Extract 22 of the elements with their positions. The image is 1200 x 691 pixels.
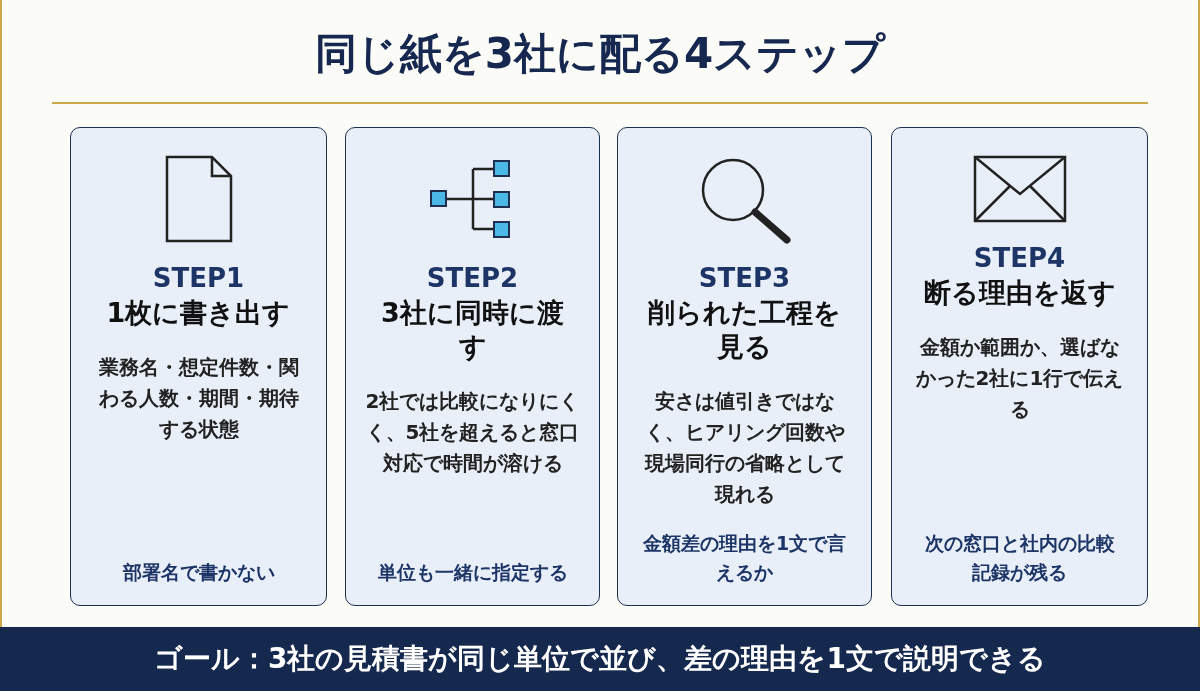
- step-card: [70, 127, 327, 606]
- step-label: STEP2: [426, 262, 519, 294]
- step-card: [891, 127, 1148, 606]
- step-label: STEP1: [152, 262, 245, 294]
- step-heading: 断る理由を返す: [922, 276, 1117, 310]
- goal-banner: ゴール：3社の見積書が同じ単位で並び、差の理由を1文で説明できる: [0, 627, 1200, 691]
- step-description: 安さは値引きではなく、ヒアリング回数や現場同行の省略として現れる: [643, 388, 846, 508]
- page-title: 同じ紙を3社に配る4ステップ: [313, 28, 887, 80]
- step-note: 金額差の理由を1文で言えるか: [641, 531, 848, 585]
- step-heading: 削られた工程を見る: [647, 296, 842, 364]
- step-heading: 3社に同時に渡す: [380, 296, 565, 364]
- step-card: [345, 127, 600, 606]
- step-description: 2社では比較になりにくく、5社を超えると窓口対応で時間が溶ける: [364, 388, 581, 477]
- step-card: [617, 127, 872, 606]
- step-label: STEP4: [973, 242, 1066, 274]
- step-note: 次の窓口と社内の比較記録が残る: [923, 531, 1116, 585]
- step-label: STEP3: [698, 262, 791, 294]
- step-heading: 1枚に書き出す: [105, 296, 292, 330]
- step-description: 業務名・想定件数・関わる人数・期間・期待する状態: [97, 354, 300, 443]
- step-note: 部署名で書かない: [121, 560, 276, 585]
- step-note: 単位も一緒に指定する: [376, 560, 569, 585]
- step-description: 金額か範囲か、選ばなかった2社に1行で伝える: [914, 334, 1125, 423]
